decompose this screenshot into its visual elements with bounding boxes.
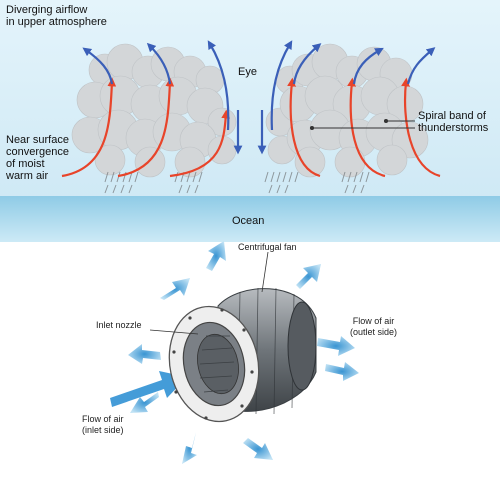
inflow-arrow-4	[287, 77, 321, 178]
inflow-arrows	[61, 77, 441, 178]
outflow-arrow-7	[406, 47, 436, 85]
label-diverging-airflow: Diverging airflow in upper atmosphere	[6, 4, 107, 28]
airflow-arrows	[110, 241, 359, 464]
label-centrifugal-fan: Centrifugal fan	[238, 242, 297, 252]
sky-background	[0, 0, 500, 200]
label-spiral-band: Spiral band of thunderstorms	[418, 110, 489, 134]
label-eye: Eye	[238, 66, 257, 78]
outlet-arrow-bottom-right	[243, 438, 273, 460]
inlet-nozzle-ring	[168, 305, 260, 423]
spiral-band-leaders	[309, 118, 415, 131]
inflow-arrow-5	[347, 77, 386, 178]
outflow-arrow-6	[352, 47, 384, 85]
inflow-arrow-1	[61, 77, 117, 178]
eye-downdraft-arrows	[233, 110, 267, 155]
fan-leader-lines	[149, 251, 269, 335]
inflow-arrow-3	[169, 109, 231, 178]
ocean-band	[0, 196, 500, 242]
outflow-arrow-5	[292, 43, 322, 85]
outlet-arrow-top-left	[160, 278, 190, 300]
inlet-arrow	[110, 371, 187, 407]
outlet-arrow-bottom	[182, 432, 197, 464]
outflow-arrow-3	[207, 40, 230, 131]
label-inlet-airflow: Flow of air (inlet side)	[82, 414, 124, 435]
outlet-arrow-top	[206, 241, 226, 271]
outlet-arrow-far-right	[325, 362, 359, 381]
inflow-arrow-2	[117, 77, 175, 178]
inflow-arrow-6	[401, 77, 441, 178]
storm-clouds	[71, 43, 429, 178]
label-outlet-airflow: Flow of air (outlet side)	[350, 316, 398, 337]
rain-streaks	[104, 171, 370, 194]
label-inlet-nozzle: Inlet nozzle	[96, 320, 142, 330]
outlet-arrow-top-right	[296, 264, 321, 289]
outlet-arrow-bottom-left	[130, 392, 159, 413]
label-ocean: Ocean	[232, 215, 265, 227]
outflow-arrows	[82, 40, 436, 131]
outlet-arrow-left	[128, 344, 161, 364]
outflow-arrow-1	[82, 47, 114, 85]
outlet-arrow-right	[317, 336, 355, 356]
outflow-arrow-2	[146, 42, 172, 85]
label-near-surface-convergence: Near surface convergence of moist warm a…	[6, 134, 69, 182]
outflow-arrow-4	[270, 40, 293, 131]
